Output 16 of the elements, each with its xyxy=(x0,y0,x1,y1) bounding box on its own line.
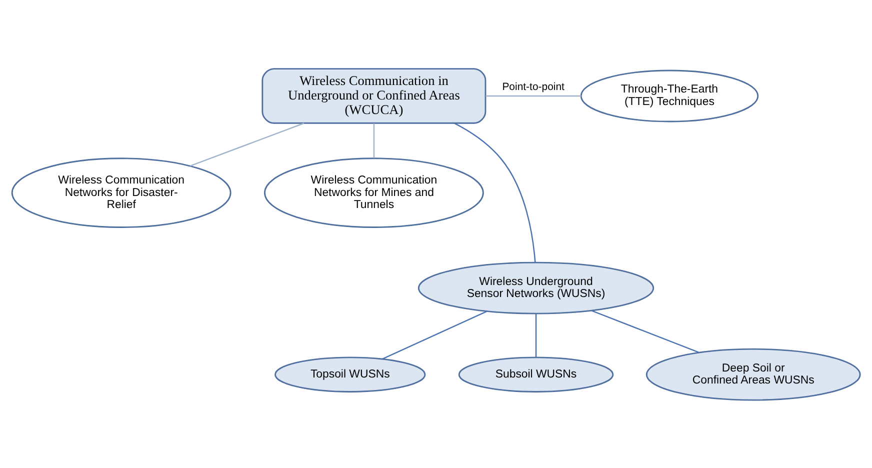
connector xyxy=(190,122,304,166)
connector xyxy=(373,122,375,158)
node-ellipse: Wireless Communication Networks for Mines and Tunnels xyxy=(264,157,484,228)
edge-label: Point-to-point xyxy=(502,82,564,93)
node-ellipse: Subsoil WUSNs xyxy=(458,356,614,392)
node-ellipse: Deep Soil or Confined Areas WUSNs xyxy=(646,348,861,400)
node-ellipse: Topsoil WUSNs xyxy=(274,356,426,392)
node-box: Wireless Communication in Underground or Confined Areas (WCUCA) xyxy=(262,68,486,124)
node-ellipse: Through-The-Earth (TTE) Techniques xyxy=(580,69,759,122)
connector xyxy=(454,122,536,262)
connector xyxy=(591,310,700,353)
connector xyxy=(382,310,488,360)
node-ellipse: Wireless Communication Networks for Disaster-Relief xyxy=(11,157,232,228)
connector xyxy=(486,94,582,96)
node-ellipse: Wireless Underground Sensor Networks (WUSNs) xyxy=(418,261,654,314)
connector xyxy=(535,313,537,357)
